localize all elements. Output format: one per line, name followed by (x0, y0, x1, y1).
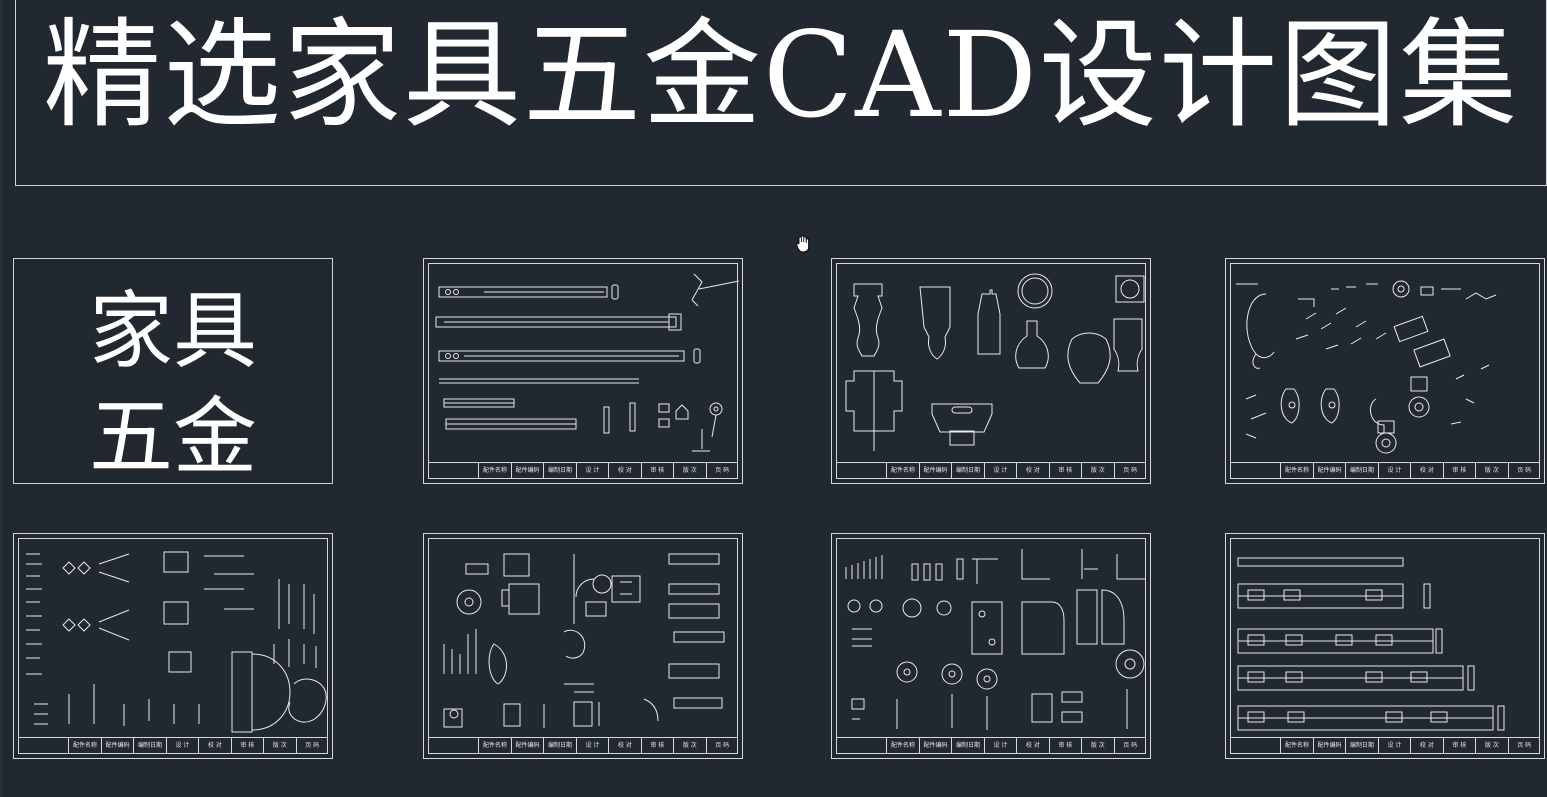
tb-part-name: 配件名称 (478, 738, 510, 754)
tb-version: 版 次 (263, 738, 295, 754)
tb-part-code: 配件编码 (1312, 738, 1345, 754)
tb-version: 版 次 (1475, 738, 1507, 754)
tb-check: 校 对 (1410, 738, 1442, 754)
cover-frame[interactable]: 家具 五金 (13, 258, 333, 486)
tb-review: 审 核 (640, 463, 673, 479)
tb-design: 设 计 (575, 463, 608, 479)
tb-date: 编制日期 (543, 463, 575, 479)
tb-part-name: 配件名称 (478, 463, 510, 479)
sheet-border (1230, 263, 1540, 479)
tb-page: 页 码 (1113, 738, 1146, 754)
tb-page: 页 码 (705, 463, 738, 479)
tb-page: 页 码 (1507, 463, 1540, 479)
page-title: 精选家具五金CAD设计图集 (42, 6, 1520, 144)
tb-review: 审 核 (230, 738, 263, 754)
tb-design: 设 计 (1377, 738, 1410, 754)
tb-part-code: 配件编码 (510, 463, 543, 479)
tb-design: 设 计 (983, 738, 1016, 754)
drawing-sheet-drawer-rails[interactable]: 配件名称 配件编码 编制日期 设 计 校 对 审 核 版 次 页 码 (1225, 533, 1545, 759)
drawing-fasteners (26, 551, 327, 733)
tb-page: 页 码 (295, 738, 328, 754)
sheet-border (18, 538, 328, 754)
drawing-slides (435, 273, 740, 452)
title-block: 配件名称 配件编码 编制日期 设 计 校 对 审 核 版 次 页 码 (836, 462, 1146, 479)
drawing-legs (845, 273, 1145, 451)
title-block: 配件名称 配件编码 编制日期 设 计 校 对 审 核 版 次 页 码 (428, 462, 738, 479)
tb-part-code: 配件编码 (918, 463, 951, 479)
drawing-hinges-locks (443, 553, 725, 728)
tb-page: 页 码 (1507, 738, 1540, 754)
tb-review: 审 核 (640, 738, 673, 754)
tb-version: 版 次 (673, 738, 705, 754)
title-block: 配件名称 配件编码 编制日期 设 计 校 对 审 核 版 次 页 码 (1230, 462, 1540, 479)
tb-design: 设 计 (165, 738, 198, 754)
tb-review: 审 核 (1442, 738, 1475, 754)
title-block: 配件名称 配件编码 编制日期 设 计 校 对 审 核 版 次 页 码 (1230, 737, 1540, 754)
sheet-border (836, 538, 1146, 754)
tb-part-name: 配件名称 (68, 738, 100, 754)
sheet-border (428, 263, 738, 479)
tb-check: 校 对 (198, 738, 230, 754)
tb-version: 版 次 (1081, 738, 1113, 754)
drawing-sheet-slides[interactable]: 配件名称 配件编码 编制日期 设 计 校 对 审 核 版 次 页 码 (423, 258, 743, 484)
drawing-sheet-small-parts[interactable]: 配件名称 配件编码 编制日期 设 计 校 对 审 核 版 次 页 码 (1225, 258, 1545, 484)
title-block: 配件名称 配件编码 编制日期 设 计 校 对 审 核 版 次 页 码 (836, 737, 1146, 754)
tb-design: 设 计 (983, 463, 1016, 479)
tb-part-name: 配件名称 (886, 463, 918, 479)
canvas-edge (0, 0, 2, 797)
drawing-connectors (845, 549, 1145, 730)
hand-pan-icon (796, 235, 810, 253)
title-frame: 精选家具五金CAD设计图集 (15, 0, 1547, 186)
tb-check: 校 对 (1410, 463, 1442, 479)
title-block: 配件名称 配件编码 编制日期 设 计 校 对 审 核 版 次 页 码 (428, 737, 738, 754)
tb-date: 编制日期 (951, 738, 983, 754)
drawing-sheet-legs[interactable]: 配件名称 配件编码 编制日期 设 计 校 对 审 核 版 次 页 码 (831, 258, 1151, 484)
sheet-border (836, 263, 1146, 479)
tb-review: 审 核 (1442, 463, 1475, 479)
tb-date: 编制日期 (951, 463, 983, 479)
tb-version: 版 次 (673, 463, 705, 479)
tb-date: 编制日期 (1345, 463, 1377, 479)
tb-part-code: 配件编码 (918, 738, 951, 754)
tb-review: 审 核 (1048, 738, 1081, 754)
tb-check: 校 对 (608, 738, 640, 754)
tb-part-name: 配件名称 (886, 738, 918, 754)
title-block: 配件名称 配件编码 编制日期 设 计 校 对 审 核 版 次 页 码 (18, 737, 328, 754)
drawing-sheet-hinges-locks[interactable]: 配件名称 配件编码 编制日期 设 计 校 对 审 核 版 次 页 码 (423, 533, 743, 759)
drawing-sheet-fasteners[interactable]: 配件名称 配件编码 编制日期 设 计 校 对 审 核 版 次 页 码 (13, 533, 333, 759)
tb-part-code: 配件编码 (1312, 463, 1345, 479)
tb-version: 版 次 (1081, 463, 1113, 479)
drawing-drawer-rails (1237, 557, 1505, 731)
tb-check: 校 对 (608, 463, 640, 479)
tb-check: 校 对 (1016, 463, 1048, 479)
tb-design: 设 计 (1377, 463, 1410, 479)
tb-date: 编制日期 (543, 738, 575, 754)
tb-part-name: 配件名称 (1280, 738, 1312, 754)
tb-review: 审 核 (1048, 463, 1081, 479)
tb-version: 版 次 (1475, 463, 1507, 479)
drawing-sheet-connectors[interactable]: 配件名称 配件编码 编制日期 设 计 校 对 审 核 版 次 页 码 (831, 533, 1151, 759)
cover-line-2: 五金 (88, 388, 257, 486)
sheet-border (428, 538, 738, 754)
tb-design: 设 计 (575, 738, 608, 754)
tb-page: 页 码 (1113, 463, 1146, 479)
cover-line-1: 家具 (88, 282, 257, 380)
tb-part-code: 配件编码 (100, 738, 133, 754)
tb-page: 页 码 (705, 738, 738, 754)
drawing-small-parts (1236, 280, 1497, 454)
sheet-border (1230, 538, 1540, 754)
tb-check: 校 对 (1016, 738, 1048, 754)
tb-part-code: 配件编码 (510, 738, 543, 754)
tb-date: 编制日期 (133, 738, 165, 754)
tb-date: 编制日期 (1345, 738, 1377, 754)
tb-part-name: 配件名称 (1280, 463, 1312, 479)
